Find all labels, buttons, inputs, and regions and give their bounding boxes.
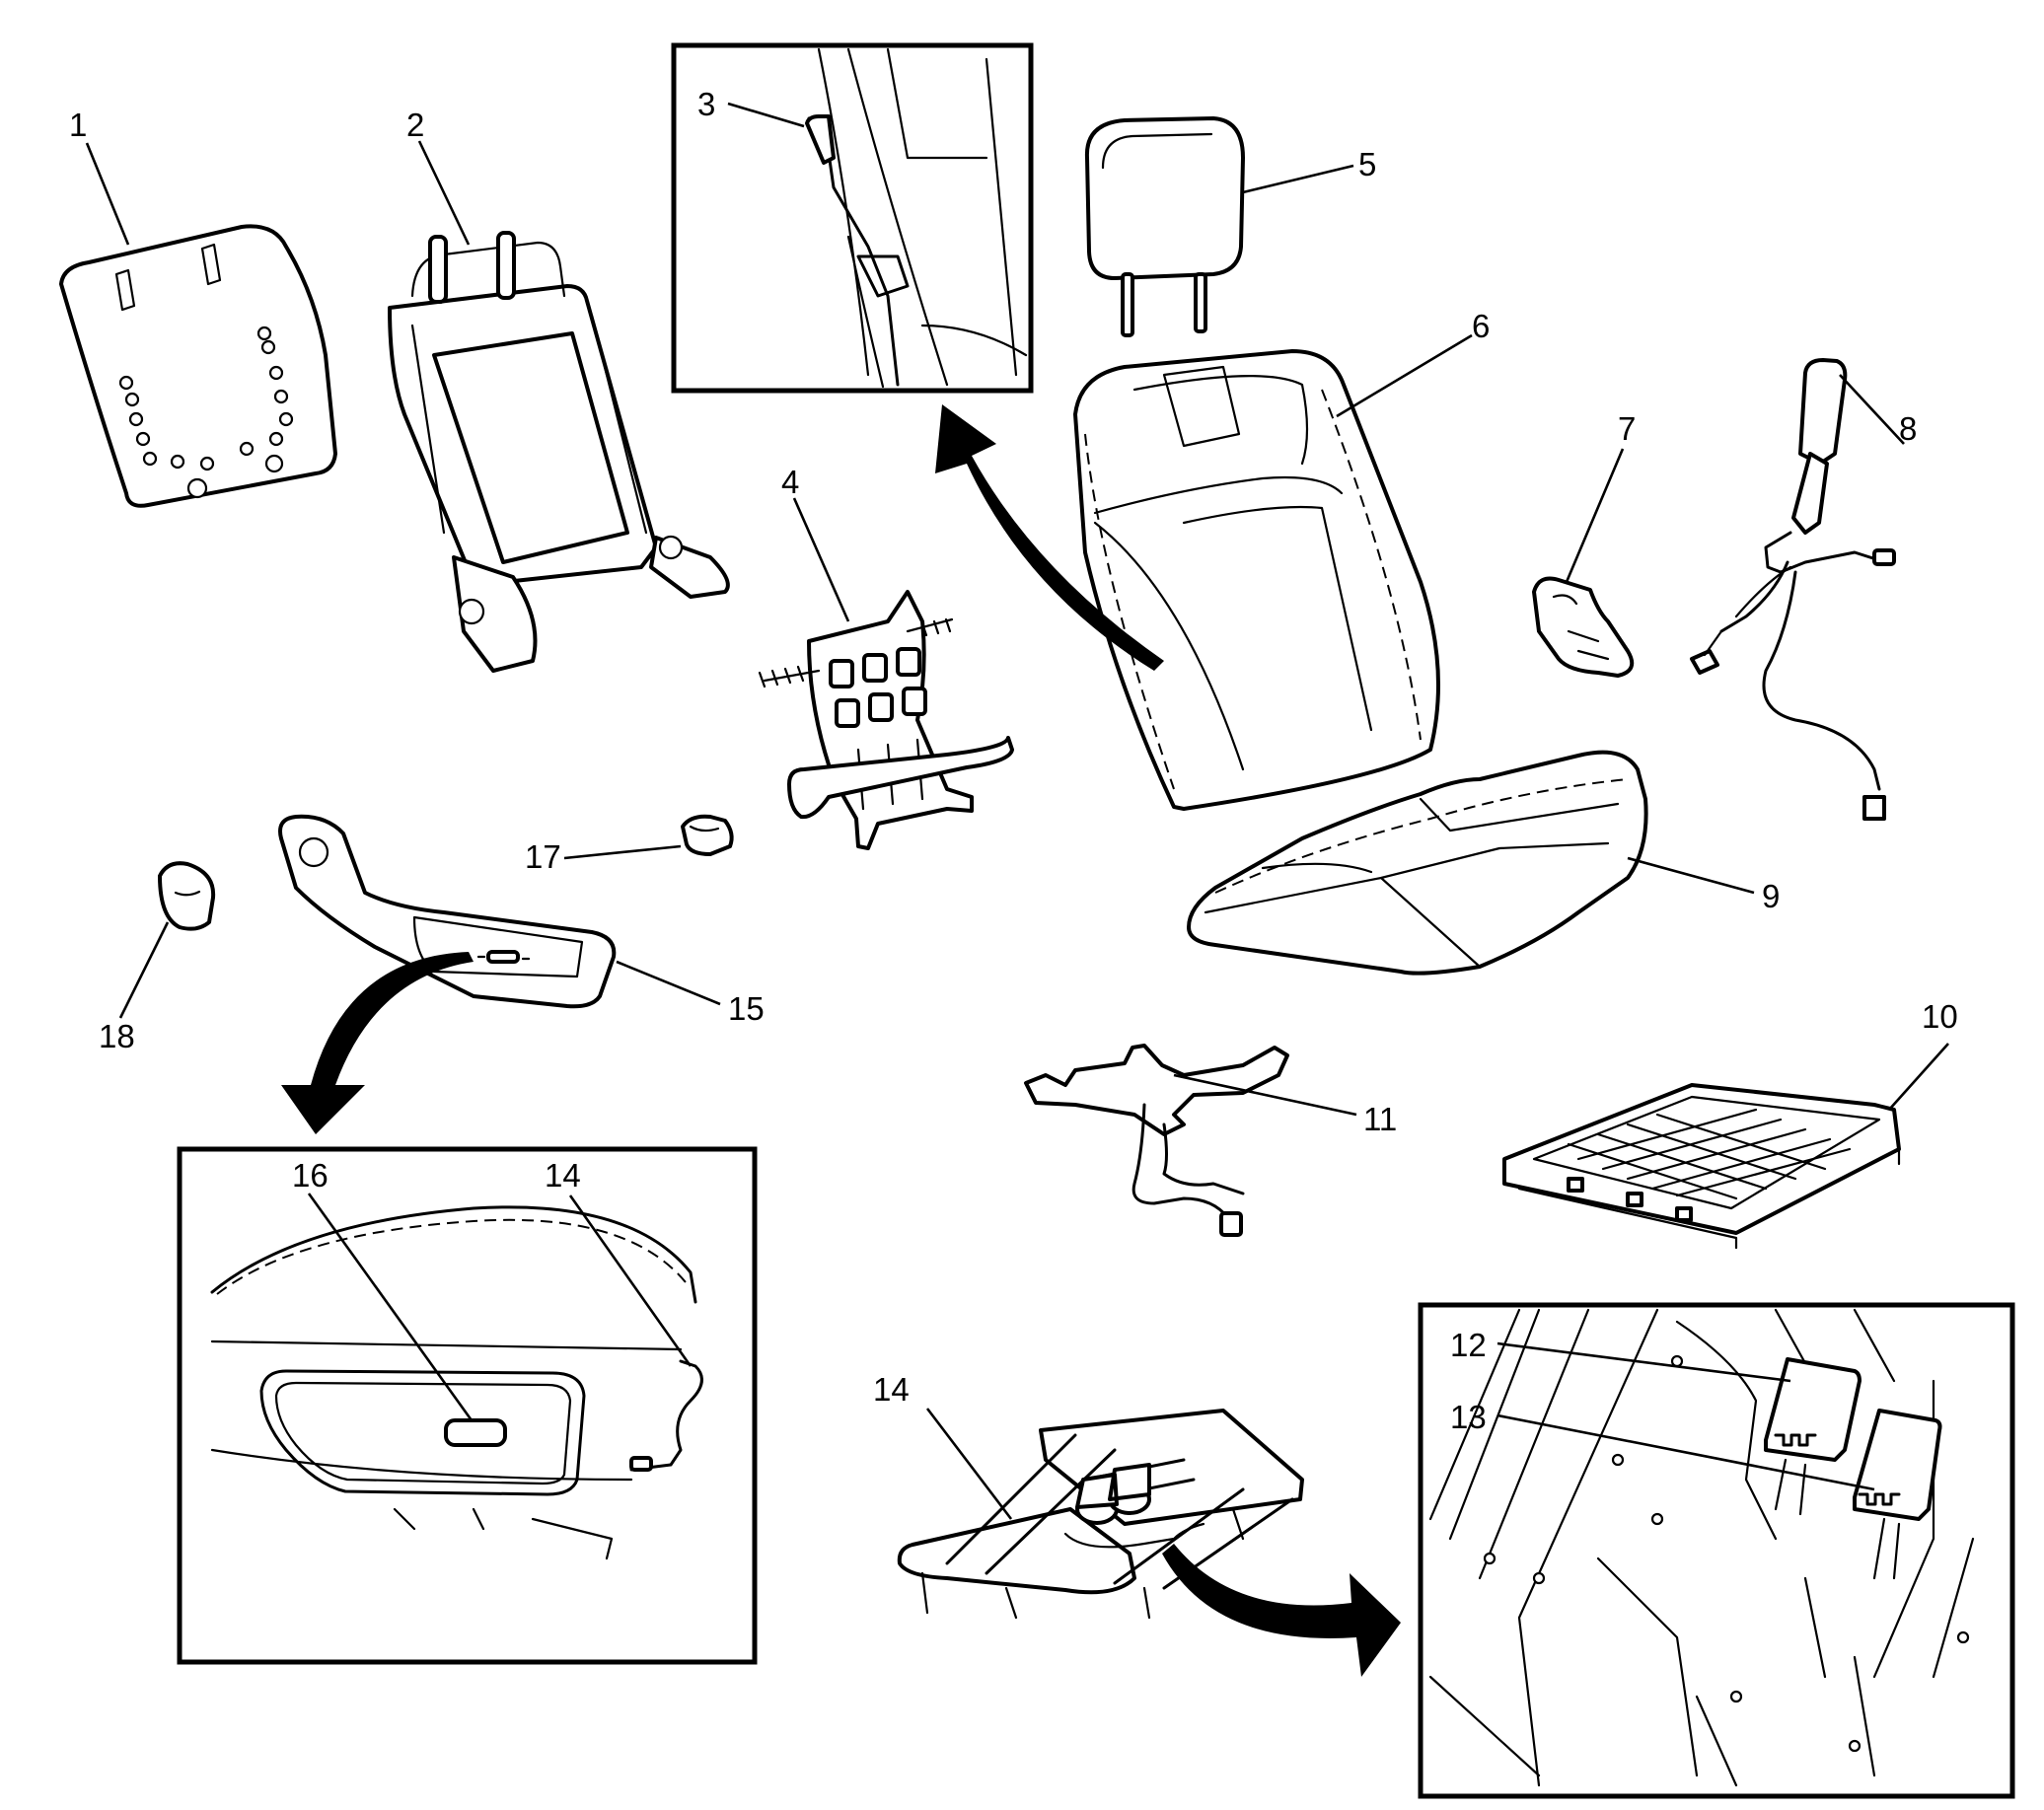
arrow-to-switch-inset (281, 952, 474, 1134)
arrow-to-headrest-inset (935, 404, 1164, 671)
part-seat-back-panel (59, 224, 337, 508)
callout-16: 16 (292, 1157, 328, 1194)
arrow-to-motor-inset (1162, 1544, 1401, 1677)
part-seat-back-frame (388, 231, 730, 673)
callout-18: 18 (99, 1018, 135, 1054)
inset-seat-switch (177, 1146, 758, 1665)
callout-14-inset: 14 (545, 1157, 581, 1194)
inset-seat-motors (1418, 1302, 2015, 1799)
part-seat-adjuster (897, 1409, 1304, 1620)
callout-8: 8 (1899, 410, 1917, 447)
callout-15: 15 (728, 990, 765, 1027)
part-wiring-harness (1024, 1044, 1289, 1237)
callout-7: 7 (1618, 410, 1636, 447)
callout-5: 5 (1358, 146, 1376, 182)
callout-14-adjuster: 14 (873, 1371, 910, 1408)
callout-labels: 1 2 3 4 5 6 7 8 9 10 11 12 13 14 14 15 1… (69, 86, 1958, 1435)
callout-9: 9 (1762, 878, 1780, 914)
part-seat-cushion-frame (1502, 1083, 1901, 1250)
callout-6: 6 (1472, 308, 1490, 344)
callout-2: 2 (406, 107, 424, 143)
cushion-frame-springs (1567, 1108, 1852, 1200)
panel-clips (118, 326, 294, 499)
part-lumbar-support (758, 590, 1014, 850)
callout-4: 4 (781, 464, 799, 500)
part-side-trim-panel (278, 814, 617, 1009)
leader-lines (85, 102, 1949, 1520)
callout-17: 17 (525, 838, 561, 875)
callout-1: 1 (69, 107, 87, 143)
part-seat-back-cushion (1073, 349, 1440, 811)
callout-13: 13 (1450, 1399, 1487, 1435)
part-knob-17 (681, 814, 734, 856)
callout-11: 11 (1363, 1101, 1397, 1137)
callout-10: 10 (1922, 998, 1958, 1035)
part-knob-18 (158, 861, 216, 931)
part-headrest (1084, 116, 1245, 337)
inset-headrest-guide (671, 42, 1034, 394)
part-trim-cover-7 (1532, 576, 1635, 678)
callout-3: 3 (697, 86, 715, 122)
callout-12: 12 (1450, 1327, 1487, 1363)
part-seat-cushion (1187, 750, 1648, 976)
part-seat-belt-buckle (1690, 358, 1896, 821)
